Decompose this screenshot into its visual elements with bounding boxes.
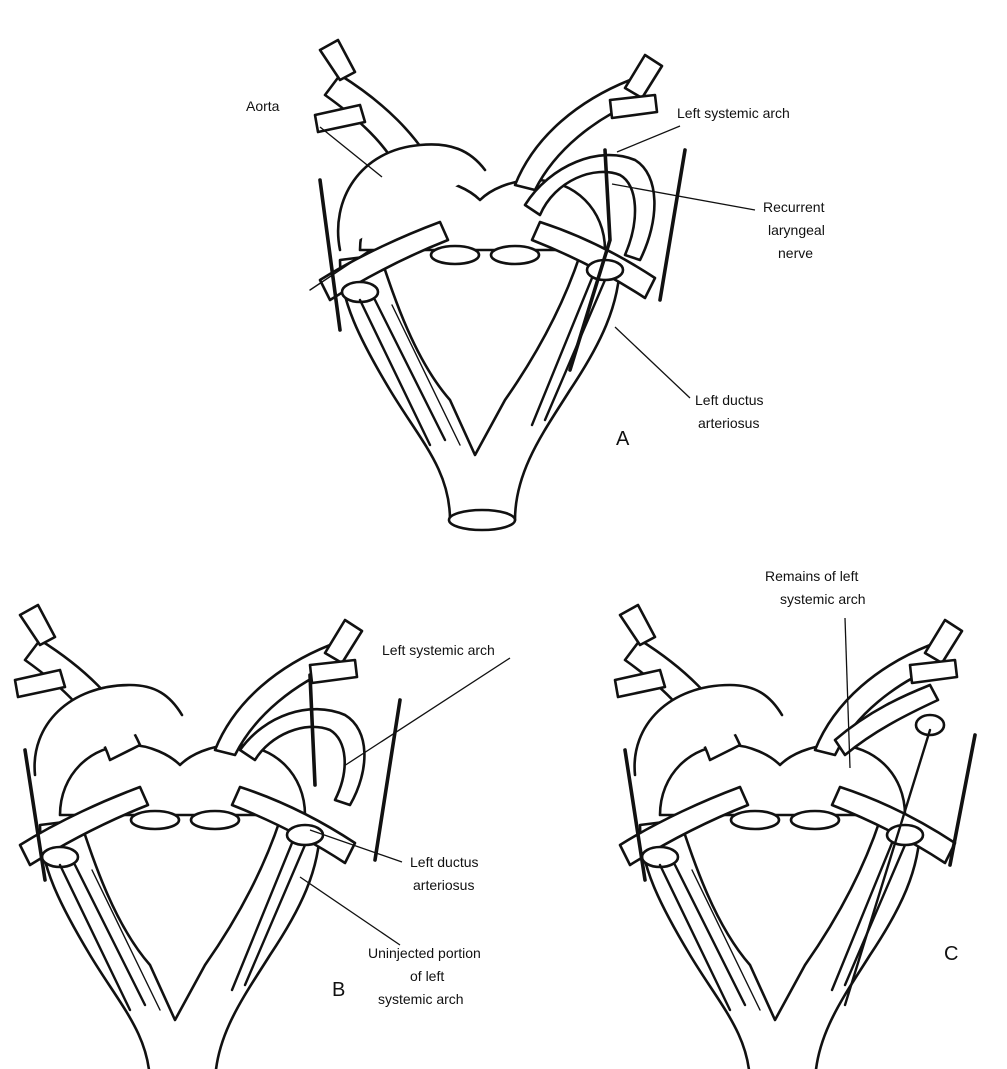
label-b-ductus-line2: arteriosus: [413, 877, 474, 893]
label-a-aorta: Aorta: [246, 98, 280, 114]
label-c-remains-line2: systemic arch: [780, 591, 866, 607]
panel-letter-b: B: [332, 979, 345, 1001]
label-a-ductus-line2: arteriosus: [698, 415, 759, 431]
label-a-ductus-line1: Left ductus: [695, 392, 764, 408]
panel-c: [615, 605, 975, 1069]
label-b-uninjected-line2: of left: [410, 968, 444, 984]
label-b-left-systemic-arch: Left systemic arch: [382, 642, 495, 658]
label-b-uninjected-line1: Uninjected portion: [368, 945, 481, 961]
label-c-remains-line1: Remains of left: [765, 568, 858, 584]
label-a-nerve-line1: Recurrent: [763, 199, 825, 215]
panel-letter-c: C: [944, 943, 958, 965]
label-b-uninjected-line3: systemic arch: [378, 991, 464, 1007]
label-a-nerve-line2: laryngeal: [768, 222, 825, 238]
label-b-ductus-line1: Left ductus: [410, 854, 479, 870]
panel-letter-a: A: [616, 428, 630, 450]
panel-a: [310, 40, 685, 530]
label-a-nerve-line3: nerve: [778, 245, 813, 261]
label-a-left-systemic-arch: Left systemic arch: [677, 105, 790, 121]
